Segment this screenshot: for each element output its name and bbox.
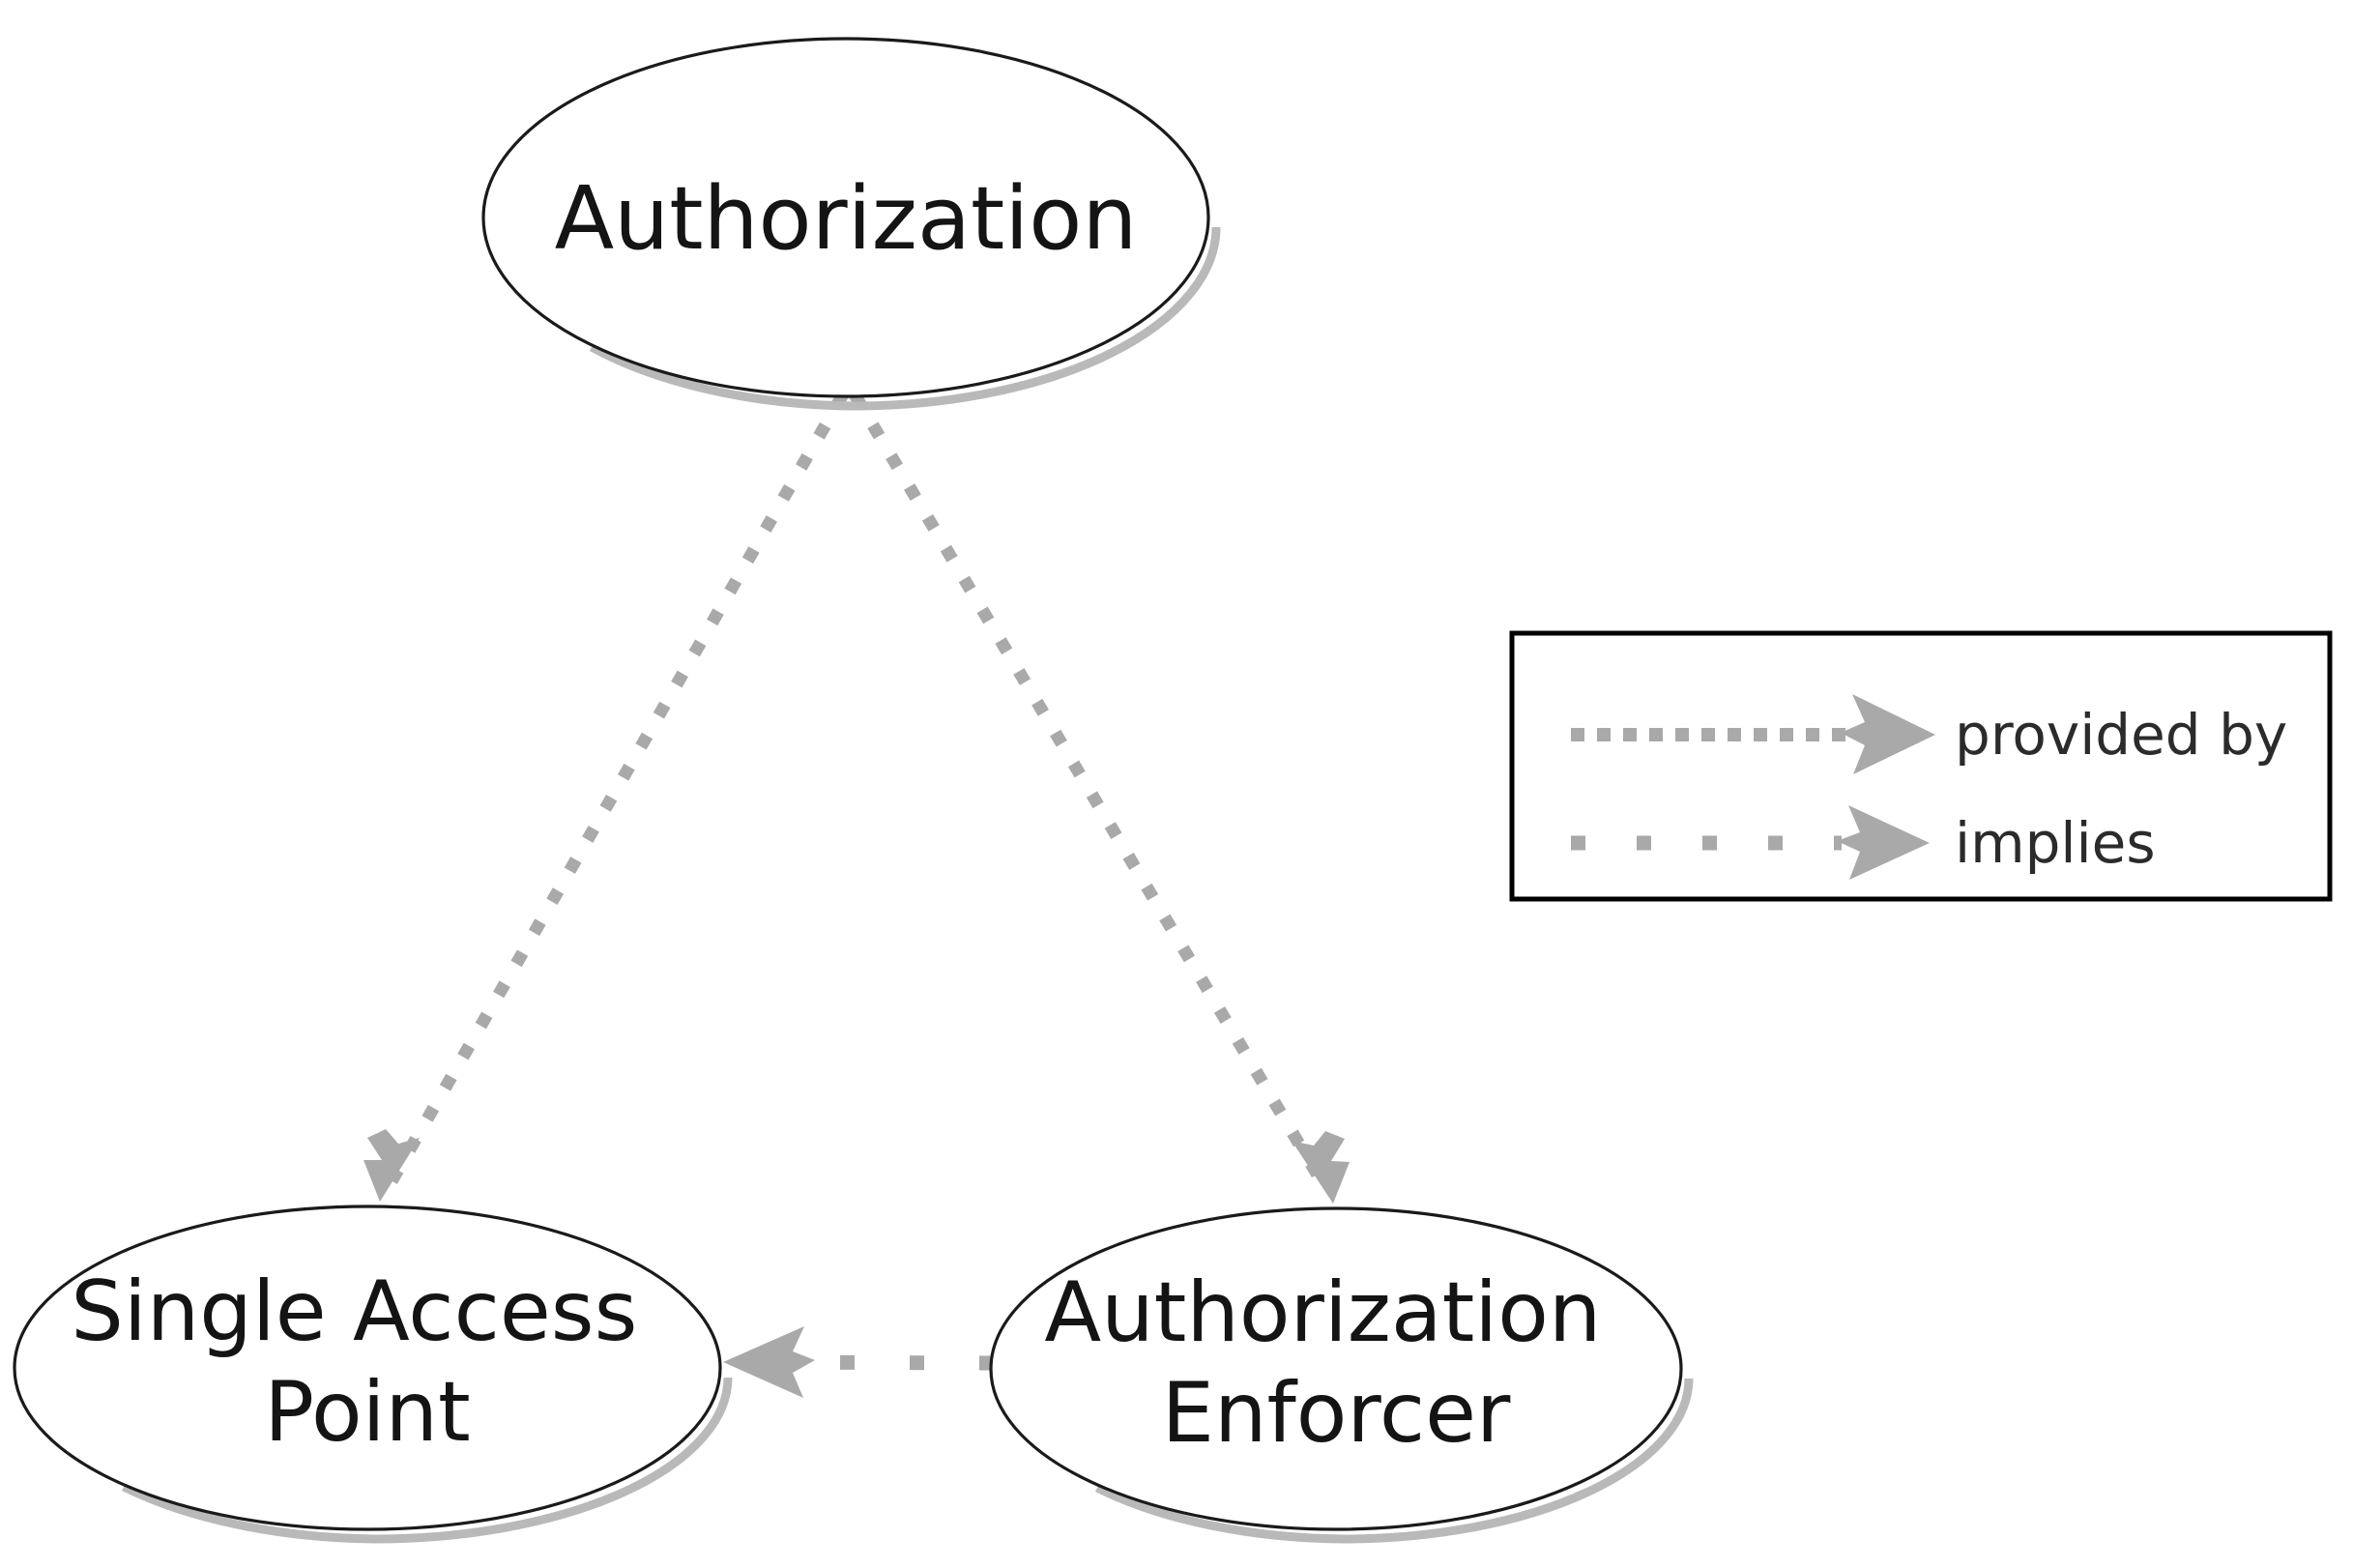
- edge-line-provided-by-left: [386, 391, 849, 1185]
- legend: provided by implies: [1509, 630, 2333, 902]
- node-shadow-authorization-enforcer: [1094, 1378, 1694, 1544]
- node-ellipse-authorization-enforcer: [989, 1206, 1683, 1531]
- edge-line-provided-by-right: [849, 391, 1328, 1187]
- node-label-authorization-enforcer: Authorization Enforcer: [1044, 1264, 1627, 1462]
- node-shadow-authorization: [589, 226, 1221, 411]
- nodes-layer: Authorization Single Access Point Author…: [13, 37, 1694, 1544]
- node-authorization[interactable]: Authorization: [481, 37, 1221, 411]
- legend-item-implies[interactable]: implies: [1571, 805, 2156, 880]
- node-label-single-access-point: Single Access Point: [71, 1263, 663, 1461]
- edge-authorization-to-authorization-enforcer[interactable]: [849, 391, 1350, 1204]
- node-label-authorization: Authorization: [555, 168, 1138, 270]
- node-ellipse-authorization: [481, 37, 1210, 398]
- legend-label-provided-by: provided by: [1955, 702, 2287, 768]
- node-single-access-point[interactable]: Single Access Point: [13, 1205, 733, 1544]
- edge-authorization-enforcer-to-single-access-point[interactable]: [723, 1326, 995, 1398]
- node-ellipse-single-access-point: [13, 1205, 722, 1531]
- arrowhead-provided-by-left: [363, 1129, 420, 1202]
- node-authorization-enforcer[interactable]: Authorization Enforcer: [989, 1206, 1694, 1544]
- arrowhead-implies: [723, 1326, 815, 1398]
- legend-arrowhead-provided-by: [1841, 694, 1935, 774]
- edges-layer: [363, 391, 1350, 1398]
- arrowhead-provided-by-right: [1292, 1131, 1350, 1204]
- legend-item-provided-by[interactable]: provided by: [1571, 694, 2287, 774]
- legend-arrowhead-implies: [1837, 805, 1930, 880]
- legend-box: [1509, 630, 2333, 902]
- edge-authorization-to-single-access-point[interactable]: [363, 391, 849, 1202]
- legend-label-implies: implies: [1955, 810, 2156, 876]
- node-shadow-single-access-point: [121, 1377, 733, 1544]
